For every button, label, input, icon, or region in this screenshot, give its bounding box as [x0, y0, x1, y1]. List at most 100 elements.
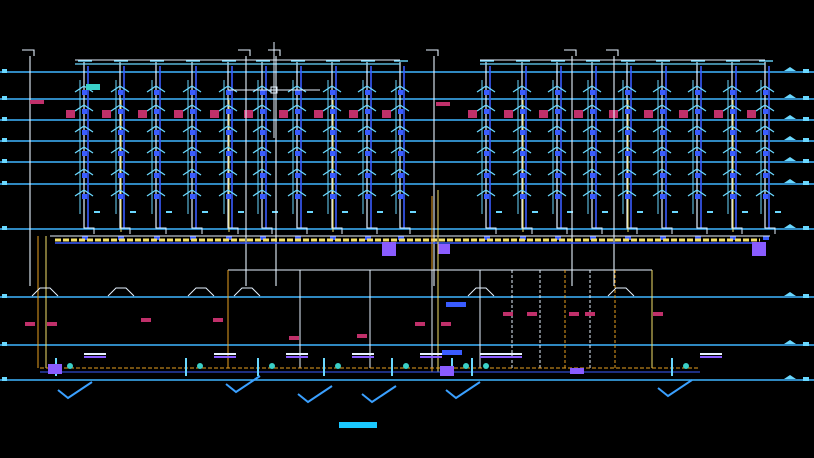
fitting-node: [625, 90, 630, 95]
branch-connection: [357, 189, 377, 197]
level-marker-left: [2, 294, 7, 298]
fitting-node: [365, 130, 370, 135]
fitting-node: [365, 151, 370, 156]
branch-connection: [547, 168, 567, 176]
tank-block: [752, 242, 766, 256]
fitting-node: [590, 173, 595, 178]
drain-node: [365, 236, 371, 240]
offset-pipe: [119, 214, 131, 234]
fitting-node: [763, 130, 768, 135]
fitting-node: [226, 151, 231, 156]
fitting-node: [118, 151, 123, 156]
branch-connection: [512, 146, 532, 154]
level-marker-left: [2, 138, 7, 142]
riser-group-right: [468, 60, 781, 240]
branch-connection: [182, 168, 202, 176]
branch-connection: [687, 104, 707, 112]
fitting-node: [365, 109, 370, 114]
fixture-block: [436, 102, 450, 106]
elevation-symbol: [784, 292, 796, 296]
branch-connection: [287, 125, 307, 133]
fixture-block: [289, 336, 299, 340]
fixture-block: [504, 110, 513, 118]
level-marker-right: [803, 69, 809, 73]
branch-connection: [357, 146, 377, 154]
level-marker-left: [2, 96, 7, 100]
branch-connection: [218, 125, 238, 133]
branch-connection: [722, 104, 742, 112]
fitting-node: [154, 130, 159, 135]
level-marker-right: [803, 294, 809, 298]
fitting-node: [154, 194, 159, 199]
fitting-node: [695, 130, 700, 135]
branch-connection: [252, 125, 272, 133]
branch-connection: [652, 104, 672, 112]
drain-node: [520, 236, 526, 240]
fitting-node: [330, 109, 335, 114]
offset-pipe: [626, 214, 638, 234]
cursor-box: [270, 86, 278, 94]
branch-connection: [322, 146, 342, 154]
level-marker-right: [803, 159, 809, 163]
branch-connection: [582, 104, 602, 112]
check-mark-icon: [657, 379, 693, 398]
fitting-node: [118, 109, 123, 114]
branch-connection: [617, 189, 637, 197]
fitting-node: [555, 90, 560, 95]
drain-node: [625, 236, 631, 240]
offset-pipe: [399, 214, 411, 234]
fixture-block: [747, 110, 756, 118]
fitting-node: [330, 130, 335, 135]
fitting-node: [398, 90, 403, 95]
branch-connection: [110, 168, 130, 176]
level-marker-left: [2, 377, 7, 381]
offset-pipe: [661, 214, 673, 234]
fitting-node: [82, 173, 87, 178]
drain-node: [260, 236, 266, 240]
drain-node: [118, 236, 124, 240]
branch-connection: [652, 125, 672, 133]
fixture-block: [415, 322, 425, 326]
branch-connection: [547, 85, 567, 93]
label-tag: [446, 302, 466, 307]
branch-connection: [722, 85, 742, 93]
fitting-node: [520, 151, 525, 156]
valve-symbol: [335, 363, 341, 369]
branch-connection: [252, 146, 272, 154]
fitting-node: [555, 130, 560, 135]
offset-pipe: [331, 214, 343, 234]
fitting-node: [82, 109, 87, 114]
fitting-node: [190, 151, 195, 156]
branch-connection: [110, 189, 130, 197]
branch-connection: [182, 146, 202, 154]
fixture-outline: [607, 287, 635, 297]
vent-stack: [22, 49, 35, 286]
drain-node: [660, 236, 666, 240]
level-marker-right: [803, 226, 809, 230]
crosshair-cursor-icon: [228, 42, 320, 138]
branch-connection: [357, 85, 377, 93]
vent-stack: [238, 49, 251, 286]
branch-connection: [722, 168, 742, 176]
drain-node: [226, 236, 232, 240]
fixture-block: [213, 318, 223, 322]
branch-connection: [547, 189, 567, 197]
fitting-node: [295, 173, 300, 178]
branch-connection: [322, 104, 342, 112]
elevation-symbol: [784, 224, 796, 228]
fixture-block: [357, 334, 367, 338]
offset-pipe: [227, 214, 239, 234]
branch-connection: [582, 168, 602, 176]
branch-connection: [617, 85, 637, 93]
floor-levels: [0, 67, 814, 381]
drain-node: [190, 236, 196, 240]
elevation-symbol: [784, 157, 796, 161]
fitting-node: [190, 109, 195, 114]
fitting-node: [520, 90, 525, 95]
branch-connection: [322, 168, 342, 176]
fixture-block: [714, 110, 723, 118]
branch-connection: [582, 189, 602, 197]
fitting-node: [660, 90, 665, 95]
level-marker-right: [803, 117, 809, 121]
